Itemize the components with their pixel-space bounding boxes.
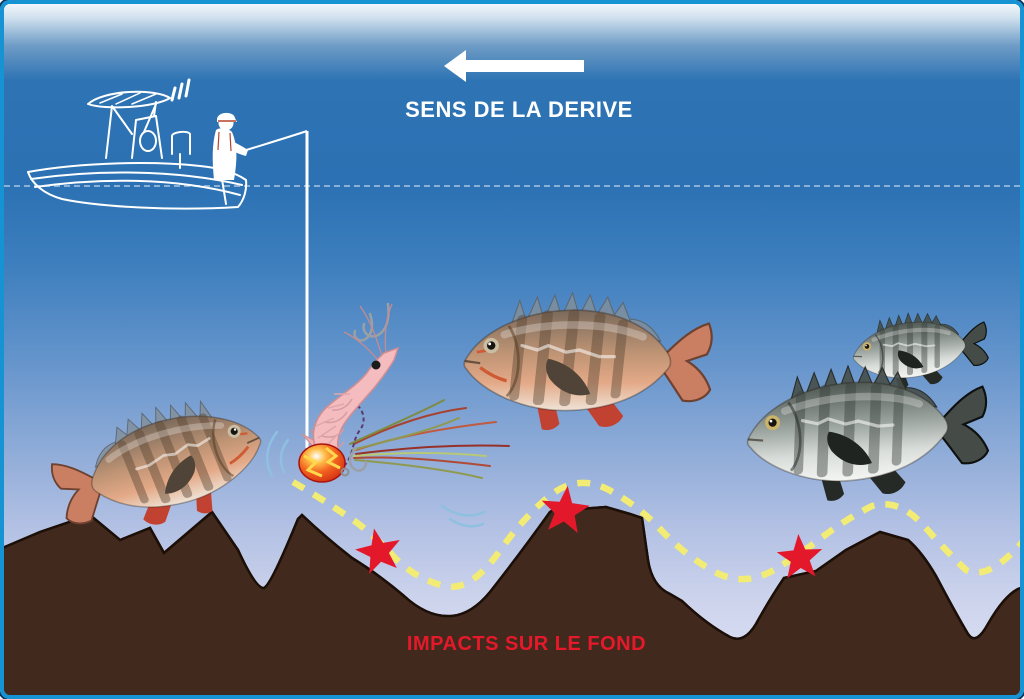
shrimp-legs bbox=[315, 393, 350, 449]
diagram-canvas bbox=[4, 50, 1020, 695]
boat-ttop-canopy bbox=[87, 90, 171, 109]
fisherman-cap bbox=[217, 112, 237, 122]
tenya-head-ball bbox=[298, 443, 346, 483]
ball-flash-marks bbox=[303, 446, 341, 478]
lure-bounce-path bbox=[291, 479, 1020, 591]
drift-arrow-icon bbox=[444, 50, 584, 82]
leaning-post bbox=[171, 130, 191, 169]
fisherman bbox=[212, 112, 248, 180]
bottom-impacts-label: IMPACTS SUR LE FOND bbox=[406, 633, 647, 655]
shrimp-eye bbox=[371, 360, 381, 370]
lure-skirt bbox=[349, 399, 510, 479]
ttop-slats bbox=[99, 92, 157, 105]
ttop-supports bbox=[105, 101, 157, 159]
fish-seabream-large bbox=[743, 357, 993, 507]
assist-cord bbox=[343, 405, 365, 467]
boat-console bbox=[131, 115, 163, 159]
boat-antennas bbox=[170, 78, 191, 102]
boat bbox=[27, 78, 248, 210]
shrimp-antennae bbox=[343, 303, 393, 361]
hull-strake-2 bbox=[34, 179, 241, 196]
suspenders bbox=[217, 131, 232, 152]
shrimp-bait bbox=[301, 303, 400, 461]
tenya-lure bbox=[298, 302, 510, 483]
fishing-rod bbox=[239, 130, 308, 153]
seabed bbox=[4, 505, 1020, 695]
fish-bream-center bbox=[464, 293, 712, 430]
drift-direction-label: SENS DE LA DERIVE bbox=[405, 97, 633, 122]
motion-arcs bbox=[265, 430, 486, 528]
water-surface-line bbox=[4, 185, 1020, 187]
boat-hull bbox=[27, 162, 248, 210]
ball-eyelet bbox=[340, 467, 350, 477]
console-porthole bbox=[139, 130, 157, 152]
